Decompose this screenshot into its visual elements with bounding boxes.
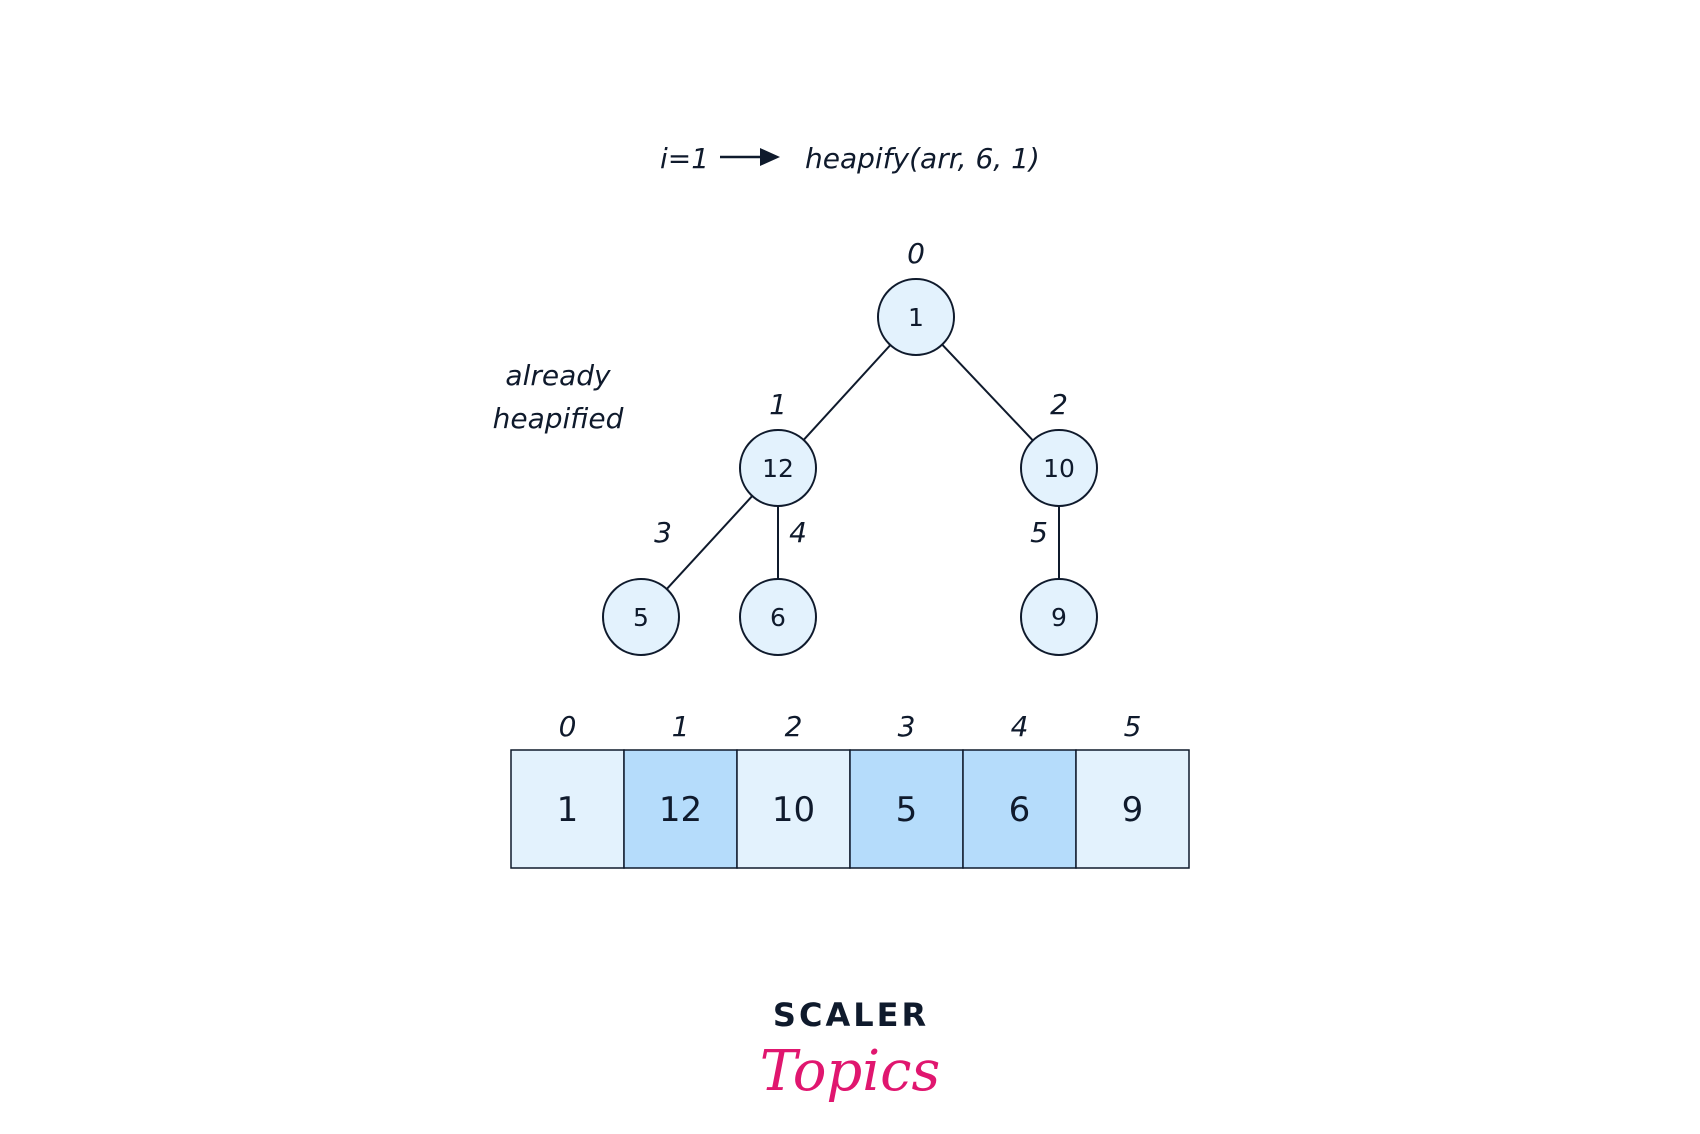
array-cell-value: 5 [896,790,918,830]
node-circle [1020,429,1098,507]
array-cell-index: 5 [1124,710,1142,743]
tree-node: 95 [1020,516,1098,656]
array-cell-box [510,749,625,869]
tree-node: 10 2 [1020,388,1098,507]
tree-node: 12 1 [739,388,817,507]
array-cell-box [962,749,1077,869]
array-cell-box [849,749,964,869]
node-index: 0 [907,237,925,270]
node-value: 10 [1043,454,1075,483]
node-index: 5 [1030,516,1048,549]
heapify-call-label: heapify(arr, 6, 1) [805,142,1040,175]
array-cell-box [736,749,851,869]
tree-edge [665,495,754,590]
tree-node: 64 [739,516,817,656]
array-cell-value: 12 [659,790,702,830]
note-line-2: heapified [493,402,624,435]
tree-node: 53 [602,516,680,656]
node-index: 3 [654,516,672,549]
node-index: 2 [1050,388,1068,421]
arrow-icon [720,148,780,166]
node-circle [739,578,817,656]
note-line-1: already [505,359,611,392]
node-circle [1020,578,1098,656]
array-cell-value: 10 [772,790,815,830]
tree-edge [802,344,892,441]
array-cell: 10 [510,710,625,869]
tree-edges [665,343,1060,590]
array-cell-value: 1 [557,790,579,830]
scaler-topics-logo: SCALER Topics [760,996,941,1104]
array-cell: 53 [849,710,964,869]
array-cell-index: 1 [672,710,690,743]
array-cell-box [1075,749,1190,869]
array-cell-index: 2 [785,710,803,743]
tree-edge [941,343,1034,442]
array-cell: 10 2 [736,710,851,869]
array-cell: 95 [1075,710,1190,869]
logo-topics: Topics [760,1039,941,1104]
array-cell-index: 0 [559,710,577,743]
node-circle [877,278,955,356]
array-cell: 12 1 [623,710,738,869]
array-cell-index: 3 [898,710,916,743]
step-label: i=1 [660,142,709,175]
node-index: 4 [789,516,807,549]
node-circle [602,578,680,656]
node-value: 5 [633,603,649,632]
node-value: 1 [908,303,924,332]
array-cell-box [623,749,738,869]
logo-scaler: SCALER [773,996,929,1034]
node-index: 1 [769,388,787,421]
array-cell-index: 4 [1011,710,1029,743]
node-value: 9 [1051,603,1067,632]
array-cell-value: 6 [1009,790,1031,830]
tree-node: 10 [877,237,955,356]
node-value: 12 [762,454,794,483]
node-value: 6 [770,603,786,632]
array-cell-value: 9 [1122,790,1144,830]
node-circle [739,429,817,507]
array-cell: 64 [962,710,1077,869]
